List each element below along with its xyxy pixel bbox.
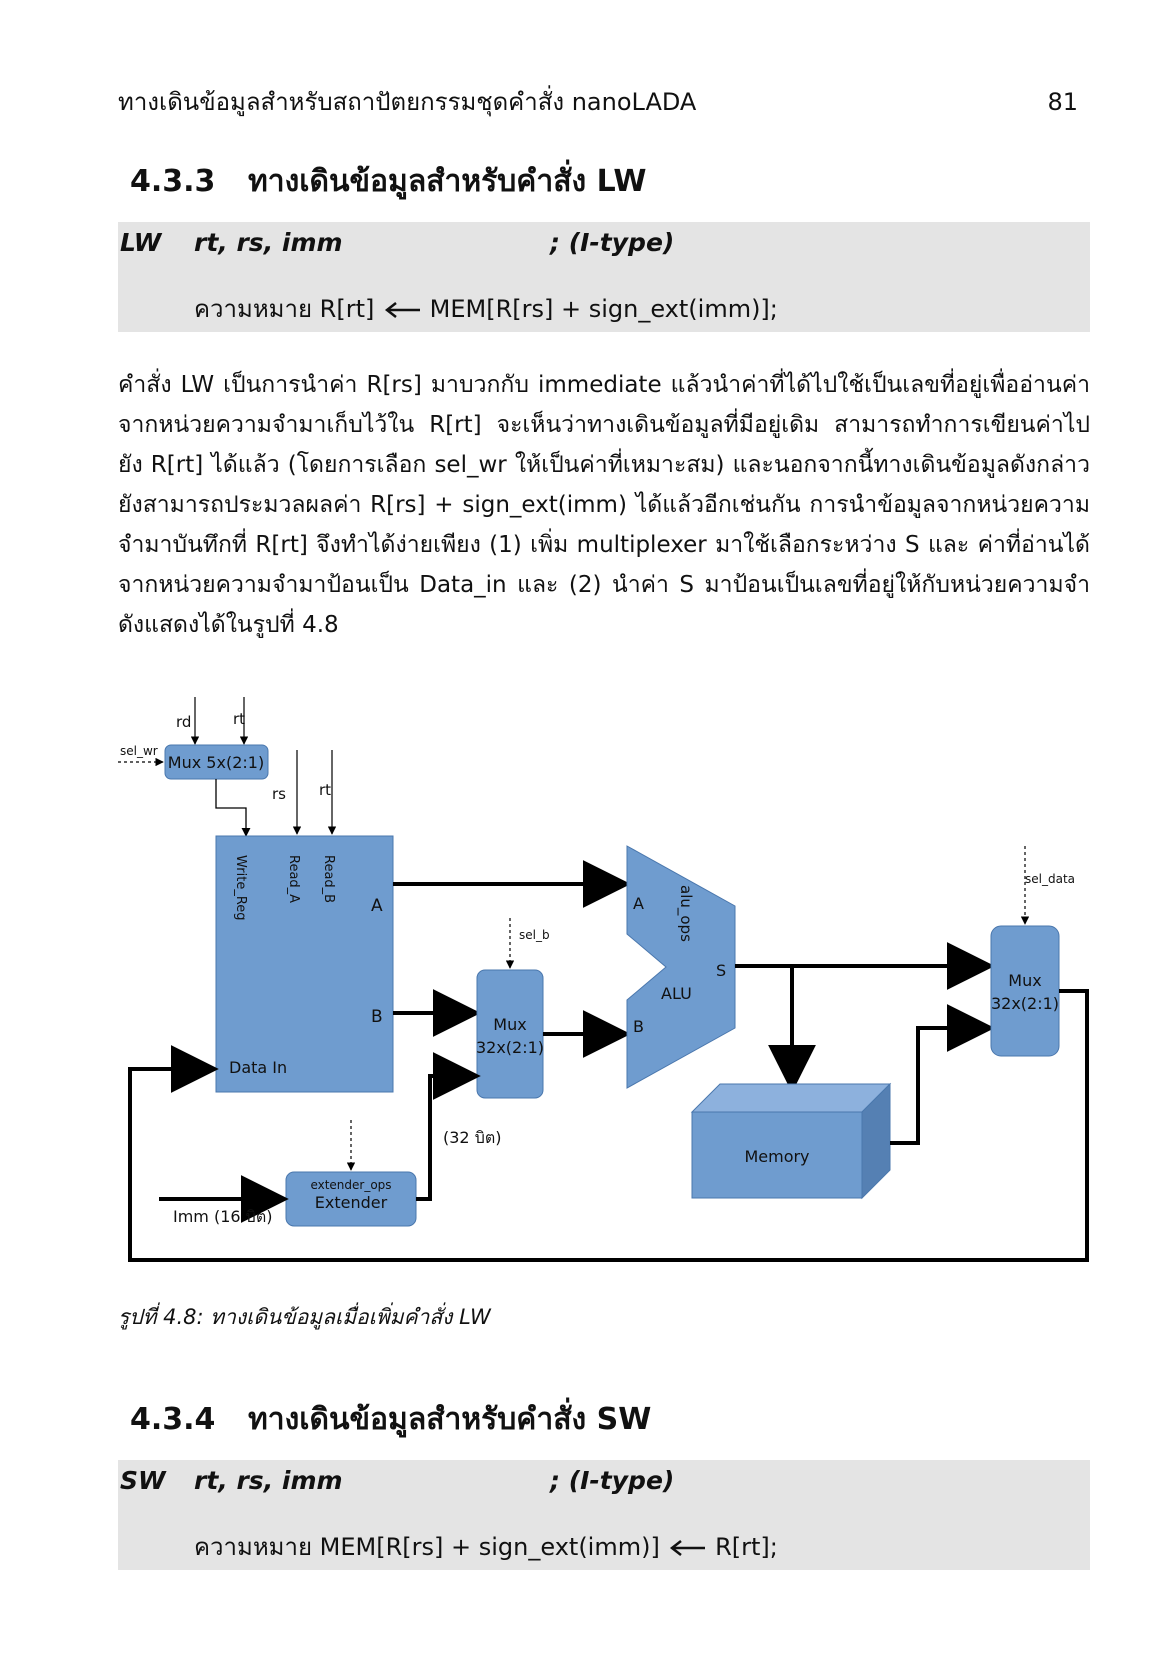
instruction-box-lw: LW rt, rs, imm ; (I-type) ความหมาย R[rt] … bbox=[118, 222, 1090, 332]
left-arrow-icon bbox=[384, 302, 420, 318]
meaning-left: MEM[R[rs] + sign_ext(imm)] bbox=[319, 1533, 660, 1561]
section-number: 4.3.3 bbox=[130, 164, 216, 199]
running-header-title: ทางเดินข้อมูลสำหรับสถาปัตยกรรมชุดคำสั่ง … bbox=[118, 88, 697, 116]
alu-s-label: S bbox=[716, 961, 726, 980]
port-b-label: B bbox=[371, 1007, 383, 1027]
meaning-right: R[rt]; bbox=[715, 1533, 778, 1561]
instruction-meaning: ความหมาย MEM[R[rs] + sign_ext(imm)] R[rt… bbox=[194, 1530, 778, 1564]
alu-block bbox=[626, 845, 736, 1089]
port-a-label: A bbox=[371, 896, 383, 916]
section-heading-lw: 4.3.3 ทางเดินข้อมูลสำหรับคำสั่ง LW bbox=[130, 162, 646, 202]
alu-ops-label: alu_ops bbox=[676, 885, 695, 942]
meaning-left: R[rt] bbox=[319, 295, 375, 323]
extender-ops-label: extender_ops bbox=[310, 1178, 391, 1192]
section-heading-sw: 4.3.4 ทางเดินข้อมูลสำหรับคำสั่ง SW bbox=[130, 1400, 651, 1440]
memory-block bbox=[691, 1111, 863, 1199]
instruction-box-sw: SW rt, rs, imm ; (I-type) ความหมาย MEM[R[… bbox=[118, 1460, 1090, 1570]
mux-b-block bbox=[476, 969, 544, 1099]
write-reg-label: Write_Reg bbox=[233, 855, 248, 921]
mux-data-block bbox=[990, 925, 1060, 1057]
meaning-label: ความหมาย bbox=[194, 295, 313, 323]
instruction-args: rt, rs, imm bbox=[194, 228, 343, 257]
mux-data-label-2: 32x(2:1) bbox=[991, 994, 1059, 1013]
instruction-syntax: LW rt, rs, imm ; (I-type) bbox=[120, 226, 674, 260]
instruction-args: rt, rs, imm bbox=[194, 1466, 343, 1495]
sel-data-label: sel_data bbox=[1025, 872, 1075, 886]
alu-b-label: B bbox=[633, 1017, 644, 1036]
memory-top bbox=[690, 1083, 892, 1113]
mux5-label: Mux 5x(2:1) bbox=[168, 753, 264, 772]
rs-label: rs bbox=[272, 785, 286, 803]
instruction-type: ; (I-type) bbox=[550, 1466, 675, 1495]
paragraph-text: คำสั่ง LW เป็นการนำค่า R[rs] มาบวกกับ im… bbox=[118, 372, 1090, 638]
rd-label: rd bbox=[176, 713, 191, 731]
section-title: ทางเดินข้อมูลสำหรับคำสั่ง SW bbox=[248, 1402, 652, 1437]
meaning-label: ความหมาย bbox=[194, 1533, 313, 1561]
read-a-label: Read_A bbox=[286, 855, 301, 903]
running-header: ทางเดินข้อมูลสำหรับสถาปัตยกรรมชุดคำสั่ง … bbox=[118, 84, 1078, 120]
alu-label: ALU bbox=[661, 984, 692, 1003]
rt2-label: rt bbox=[319, 781, 331, 799]
left-arrow-icon bbox=[670, 1540, 706, 1556]
memory-label: Memory bbox=[744, 1147, 809, 1166]
figure-caption: รูปที่ 4.8: ทางเดินข้อมูลเมื่อเพิ่มคำสั่… bbox=[118, 1305, 491, 1329]
meaning-right: MEM[R[rs] + sign_ext(imm)]; bbox=[429, 295, 778, 323]
read-b-label: Read_B bbox=[321, 855, 336, 903]
section-number: 4.3.4 bbox=[130, 1402, 216, 1437]
mux-data-label-1: Mux bbox=[1008, 971, 1041, 990]
instruction-opcode: SW bbox=[120, 1466, 166, 1495]
body-paragraph: คำสั่ง LW เป็นการนำค่า R[rs] มาบวกกับ im… bbox=[118, 365, 1090, 645]
extender-label: Extender bbox=[315, 1193, 388, 1212]
datapath-figure: Mux 5x(2:1) rd rt sel_wr rs rt Write_Reg… bbox=[118, 697, 1089, 1262]
register-file bbox=[215, 835, 394, 1093]
instruction-opcode: LW bbox=[120, 228, 162, 257]
instruction-meaning: ความหมาย R[rt] MEM[R[rs] + sign_ext(imm)… bbox=[194, 292, 778, 326]
bits32-label: (32 บิต) bbox=[443, 1128, 501, 1147]
page-number: 81 bbox=[1047, 88, 1078, 116]
imm-label: Imm (16 บิต) bbox=[173, 1207, 272, 1226]
data-in-label: Data In bbox=[229, 1058, 287, 1077]
sel-wr-label: sel_wr bbox=[120, 744, 158, 758]
section-title: ทางเดินข้อมูลสำหรับคำสั่ง LW bbox=[248, 164, 647, 199]
alu-a-label: A bbox=[633, 894, 644, 913]
instruction-syntax: SW rt, rs, imm ; (I-type) bbox=[120, 1464, 674, 1498]
mux-b-label-2: 32x(2:1) bbox=[476, 1038, 544, 1057]
sel-b-label: sel_b bbox=[519, 928, 550, 942]
rt-label: rt bbox=[233, 710, 245, 728]
instruction-type: ; (I-type) bbox=[550, 228, 675, 257]
mux-b-label-1: Mux bbox=[493, 1015, 526, 1034]
